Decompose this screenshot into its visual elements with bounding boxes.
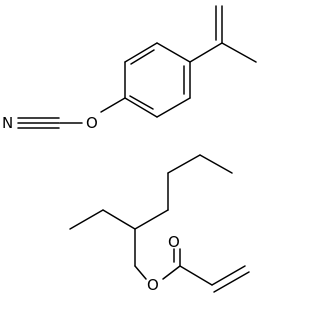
ring-double-bond-3 [130, 49, 155, 65]
vinyl-double-bond-a [211, 265, 246, 286]
oxygen-ester-label: O [147, 276, 159, 294]
oxygen-carbonyl-label: O [168, 233, 180, 251]
ring-bond-6 [156, 42, 191, 63]
ring-bond-2 [156, 97, 191, 118]
isopropenyl-methyl-bond [221, 42, 257, 63]
ethyl-bond-1 [102, 209, 136, 230]
chain-bond-4 [134, 209, 169, 230]
ring-bond-3 [124, 97, 158, 118]
ethyl-bond-2 [69, 209, 104, 230]
aryl-oxygen-bond [100, 97, 126, 113]
oxygen-carbonyl-carbon-bond [162, 265, 181, 280]
methylene-oxygen-bond [134, 265, 147, 280]
chemical-structure-canvas: O N O O [2, 5, 257, 294]
ring-double-bond-2 [129, 95, 154, 110]
chain-bond-1 [199, 154, 233, 174]
vinyl-bond [179, 265, 213, 286]
molecule-ethylhexyl-acrylate: O O [69, 154, 250, 294]
isopropenyl-bond [189, 42, 223, 63]
ring-bond-5 [124, 42, 158, 63]
nitrogen-label: N [2, 114, 13, 132]
chain-bond-2 [167, 154, 201, 174]
vinyl-double-bond-b [213, 271, 250, 293]
molecule-isopropenylphenyl-cyanate: O N [2, 5, 257, 132]
structure-svg: O N O O [2, 5, 257, 294]
oxygen-ether-label: O [86, 114, 98, 132]
